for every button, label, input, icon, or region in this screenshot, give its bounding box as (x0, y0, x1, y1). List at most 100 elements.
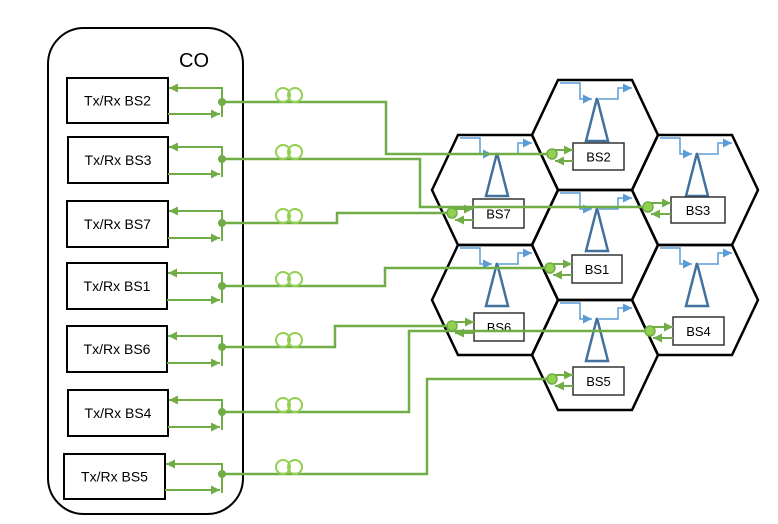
signal-arrow-icon (560, 82, 592, 104)
base-station-label: BS5 (586, 374, 611, 389)
base-station-box (670, 196, 726, 224)
fiber-line (222, 211, 452, 225)
fiber-coil-icon (275, 397, 291, 413)
fiber-coil-icon (275, 144, 291, 160)
coupler-node (546, 373, 558, 385)
antenna-triangle-icon (584, 207, 610, 253)
fiber-coil-icon (287, 87, 303, 103)
signal-arrow-icon (660, 137, 692, 159)
transceiver-box (66, 262, 168, 310)
transceiver-bs1: Tx/Rx BS1 (66, 262, 226, 310)
rx-arrow (169, 395, 223, 430)
rx-arrow (168, 331, 223, 366)
transceiver-box (66, 325, 168, 373)
transceiver-label: Tx/Rx BS7 (84, 216, 151, 232)
base-station-box (473, 312, 525, 342)
base-station-label: BS2 (586, 150, 611, 165)
rx-arrow (168, 268, 223, 303)
signal-arrow-icon (460, 247, 492, 269)
signal-arrow-icon (499, 248, 532, 265)
antenna-triangle-icon (484, 152, 510, 198)
fiber-coil-icon (287, 144, 303, 160)
fiber-link-bs5 (222, 370, 573, 476)
transceiver-bs4: Tx/Rx BS4 (67, 389, 226, 437)
central-office-frame (47, 27, 244, 515)
cell-bs4: BS4 (630, 243, 760, 357)
fiber-coil-icon (287, 271, 303, 287)
downlink-arrow (555, 145, 573, 155)
rx-arrow (169, 142, 223, 177)
rx-arrow (169, 206, 223, 241)
fiber-link-bs2 (222, 87, 573, 166)
transceiver-bs6: Tx/Rx BS6 (66, 325, 226, 373)
antenna-triangle-icon (684, 152, 710, 198)
fiber-line (222, 329, 650, 414)
transceiver-label: Tx/Rx BS4 (85, 405, 152, 421)
coupler-node (546, 148, 558, 160)
coupler-node (642, 201, 654, 213)
signal-arrow-icon (660, 247, 692, 269)
signal-arrow-icon (560, 302, 592, 324)
cell-bs5: BS5 (530, 298, 660, 412)
rx-arrow (166, 459, 223, 493)
signal-arrow-icon (560, 192, 592, 214)
fiber-coil-icon (275, 332, 291, 348)
signal-arrow-icon (460, 137, 492, 159)
fiber-line (222, 324, 452, 349)
downlink-arrow (651, 198, 671, 208)
rx-arrow (169, 83, 223, 117)
transceiver-label: Tx/Rx BS2 (84, 93, 151, 109)
coupler-node (644, 325, 656, 337)
downlink-arrow (455, 204, 473, 214)
fiber-coil-icon (287, 459, 303, 475)
fiber-line (222, 377, 552, 476)
transceiver-bs7: Tx/Rx BS7 (66, 200, 226, 248)
fiber-coil-icon (287, 332, 303, 348)
base-station-box (571, 254, 623, 284)
fiber-link-bs3 (222, 144, 671, 219)
signal-arrow-icon (599, 303, 632, 320)
antenna-triangle-icon (584, 317, 610, 363)
fiber-coil-icon (287, 397, 303, 413)
transceiver-box (66, 200, 169, 248)
base-station-label: BS7 (486, 207, 511, 222)
fiber-link-bs1 (222, 259, 572, 288)
antenna-triangle-icon (484, 262, 510, 308)
transceiver-box (66, 77, 169, 124)
downlink-arrow (455, 317, 474, 327)
antenna-triangle-icon (584, 97, 610, 143)
transceiver-bs5: Tx/Rx BS5 (63, 453, 226, 500)
fiber-line (222, 266, 550, 288)
transceiver-bs3: Tx/Rx BS3 (67, 136, 226, 184)
transceiver-label: Tx/Rx BS3 (85, 152, 152, 168)
transceiver-label: Tx/Rx BS1 (84, 278, 151, 294)
transceiver-box (67, 136, 169, 184)
transceiver-label: Tx/Rx BS5 (81, 469, 148, 485)
signal-arrow-icon (499, 138, 532, 155)
downlink-arrow (653, 322, 673, 332)
base-station-label: BS4 (686, 324, 711, 339)
signal-arrow-icon (699, 138, 732, 155)
fiber-link-bs4 (222, 322, 673, 414)
hexagon-cell (530, 298, 660, 412)
base-station-box (572, 142, 625, 171)
signal-arrow-icon (599, 83, 632, 100)
downlink-arrow (555, 370, 573, 380)
fiber-coil-icon (275, 271, 291, 287)
base-station-box (472, 198, 525, 229)
central-office-label: CO (179, 50, 209, 72)
fiber-coil-icon (275, 459, 291, 475)
antenna-triangle-icon (684, 262, 710, 308)
transceiver-label: Tx/Rx BS6 (84, 341, 151, 357)
fiber-link-bs7 (222, 204, 473, 225)
cell-bs7: BS7 (430, 133, 560, 247)
downlink-arrow (553, 259, 572, 269)
base-station-label: BS1 (585, 262, 610, 277)
signal-arrow-icon (699, 248, 732, 265)
coupler-node (446, 320, 458, 332)
coupler-node (544, 262, 556, 274)
base-station-box (672, 316, 725, 346)
fiber-line (222, 100, 552, 156)
